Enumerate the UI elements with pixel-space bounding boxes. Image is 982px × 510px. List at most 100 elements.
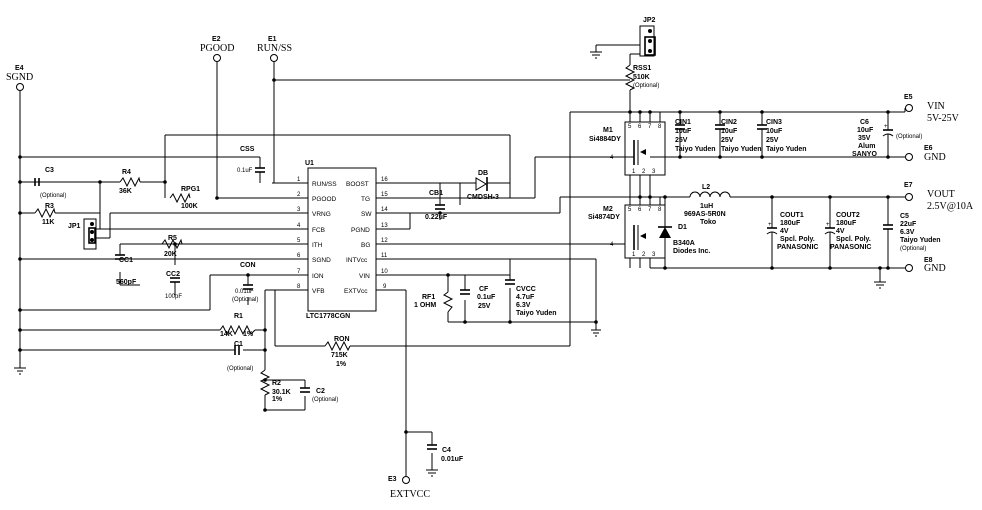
terminal-e3-extvcc[interactable]: E3 EXTVCC <box>388 476 430 500</box>
svg-text:FCB: FCB <box>312 227 325 234</box>
svg-text:1%: 1% <box>336 361 347 368</box>
svg-text:100K: 100K <box>181 203 198 210</box>
svg-text:SW: SW <box>361 211 372 218</box>
svg-text:COUT2: COUT2 <box>836 212 860 219</box>
junctions <box>18 78 890 434</box>
svg-text:PGND: PGND <box>351 227 370 234</box>
terminal-e6-gnd[interactable]: E6 GND <box>905 145 946 163</box>
terminal-e4-circle <box>16 83 24 91</box>
svg-text:ITH: ITH <box>312 242 323 249</box>
cap-css: CSS 0.1uF <box>237 146 265 183</box>
cap-cin2: CIN2 10uF 25V Taiyo Yuden <box>715 112 762 157</box>
svg-text:Taiyo Yuden: Taiyo Yuden <box>675 146 716 153</box>
svg-text:25V: 25V <box>766 137 779 144</box>
svg-text:RUN/SS: RUN/SS <box>312 181 337 188</box>
resistor-r3: R3 11K <box>34 203 56 226</box>
terminal-e2-circle <box>213 54 221 62</box>
svg-text:6: 6 <box>638 124 642 130</box>
svg-text:4: 4 <box>610 155 614 161</box>
terminal-e1-runss[interactable]: E1 RUN/SS <box>257 36 292 62</box>
svg-text:GND: GND <box>924 263 946 274</box>
svg-text:6: 6 <box>638 207 642 213</box>
svg-text:1: 1 <box>632 252 636 258</box>
svg-text:C4: C4 <box>442 447 451 454</box>
resistor-rpg1: RPG1 100K <box>169 186 200 210</box>
svg-text:CSS: CSS <box>240 146 255 153</box>
svg-text:Taiyo Yuden: Taiyo Yuden <box>900 237 941 244</box>
svg-text:C3: C3 <box>45 167 54 174</box>
svg-text:SGND: SGND <box>312 257 331 264</box>
svg-text:CON: CON <box>240 262 256 269</box>
svg-text:RPG1: RPG1 <box>181 186 200 193</box>
svg-text:VRNG: VRNG <box>312 211 331 218</box>
svg-text:BOOST: BOOST <box>346 181 369 188</box>
cap-cin1: CIN1 10uF 25V Taiyo Yuden <box>675 112 716 157</box>
svg-text:CB1: CB1 <box>429 190 443 197</box>
svg-text:E1: E1 <box>268 36 277 43</box>
svg-text:100pF: 100pF <box>165 294 182 300</box>
svg-text:C2: C2 <box>316 388 325 395</box>
svg-text:4: 4 <box>610 242 614 248</box>
svg-text:(Optional): (Optional) <box>900 246 926 252</box>
svg-text:(Optional): (Optional) <box>40 193 66 199</box>
svg-text:3: 3 <box>297 207 301 213</box>
terminal-e2-pgood[interactable]: E2 PGOOD <box>200 36 234 62</box>
svg-text:R1: R1 <box>234 313 243 320</box>
terminal-e8-circle <box>905 264 913 272</box>
svg-text:U1: U1 <box>305 160 314 167</box>
terminal-e4-sgnd[interactable]: E4 SGND <box>6 65 33 91</box>
svg-text:1%: 1% <box>243 331 254 338</box>
cap-c1: C1 (Optional) <box>227 341 253 372</box>
svg-text:7: 7 <box>648 207 652 213</box>
resistor-r4: R4 36K <box>119 169 141 195</box>
svg-text:EXTVcc: EXTVcc <box>344 288 368 295</box>
cap-cf: CF 0.1uF 25V <box>460 286 496 310</box>
jumper-jp1[interactable]: JP1 <box>68 218 97 250</box>
svg-text:15: 15 <box>381 192 388 198</box>
svg-text:(Optional): (Optional) <box>232 297 258 303</box>
svg-text:ION: ION <box>312 273 324 280</box>
resistor-r2: R2 30.1K 1% <box>259 369 291 403</box>
svg-text:22uF: 22uF <box>900 221 917 228</box>
svg-text:1: 1 <box>632 169 636 175</box>
terminal-e8-gnd[interactable]: E8 GND <box>905 257 946 274</box>
resistor-ron: RON 715K 1% <box>324 336 351 368</box>
cap-cb1: CB1 0.22uF <box>425 190 448 221</box>
svg-text:E8: E8 <box>924 257 933 264</box>
cap-c4: C4 0.01uF <box>426 444 464 477</box>
svg-text:L2: L2 <box>702 184 710 191</box>
svg-text:Spcl. Poly.: Spcl. Poly. <box>836 236 871 243</box>
svg-text:E3: E3 <box>388 476 397 483</box>
svg-text:16: 16 <box>381 177 388 183</box>
svg-text:C6: C6 <box>860 119 869 126</box>
ic-u1: U1 LTC1778CGN RUN/SS PGOOD VRNG FCB ITH … <box>20 160 625 320</box>
svg-text:Si4874DY: Si4874DY <box>588 214 620 221</box>
svg-text:PGOOD: PGOOD <box>312 196 337 203</box>
svg-text:C1: C1 <box>234 341 243 348</box>
mosfet-m1-box <box>624 121 666 176</box>
svg-text:25V: 25V <box>675 137 688 144</box>
svg-text:3: 3 <box>652 169 656 175</box>
resistor-r1: R1 14K 1% <box>219 313 256 338</box>
jp1-body <box>83 218 97 250</box>
terminal-e7-vout[interactable]: E7 VOUT 2.5V@10A <box>904 182 974 212</box>
cap-cout1: + COUT1 180uF 4V Spcl. Poly. PANASONIC <box>766 197 818 268</box>
svg-text:E7: E7 <box>904 182 913 189</box>
svg-text:RON: RON <box>334 336 350 343</box>
svg-text:14: 14 <box>381 207 388 213</box>
jumper-jp2[interactable]: JP2 <box>630 17 656 57</box>
svg-text:VIN: VIN <box>927 101 945 112</box>
svg-text:(Optional): (Optional) <box>312 397 338 403</box>
svg-text:+: + <box>768 222 772 228</box>
svg-text:VOUT: VOUT <box>927 189 955 200</box>
svg-text:Taiyo Yuden: Taiyo Yuden <box>766 146 807 153</box>
cap-cc1: CC1 560pF <box>115 254 137 286</box>
terminal-e5-vin[interactable]: E5 VIN 5V-25V <box>904 94 960 124</box>
svg-text:Spcl. Poly.: Spcl. Poly. <box>780 236 815 243</box>
svg-text:RUN/SS: RUN/SS <box>257 43 292 54</box>
svg-text:8: 8 <box>658 207 662 213</box>
diode-db: DB CMDSH-3 <box>466 170 499 201</box>
mosfet-m1: M1 Si4884DY 5 6 7 8 1 2 3 4 <box>589 121 666 176</box>
svg-text:LTC1778CGN: LTC1778CGN <box>306 313 350 320</box>
